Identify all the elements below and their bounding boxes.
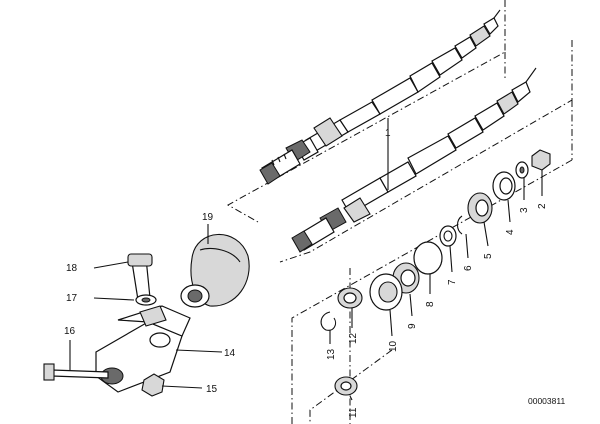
callout-5: 5 xyxy=(483,253,494,259)
leader-9 xyxy=(409,293,413,317)
leader-7 xyxy=(449,245,453,273)
leader-11 xyxy=(349,395,353,401)
callout-2: 2 xyxy=(537,203,548,209)
bearing-4 xyxy=(492,171,516,223)
callout-16: 16 xyxy=(64,326,76,337)
callout-11: 11 xyxy=(348,407,359,418)
bearing-12 xyxy=(337,287,363,328)
bolt-16 xyxy=(43,340,109,381)
spring-8 xyxy=(413,241,443,294)
bushing-10 xyxy=(369,273,403,337)
callout-labels: 1 2 3 4 5 6 7 8 9 10 11 12 13 14 15 16 1… xyxy=(64,128,548,418)
leader-15 xyxy=(161,385,203,389)
leader-6 xyxy=(465,233,469,259)
rubber-boot xyxy=(180,224,250,308)
shaft-upper xyxy=(259,9,501,185)
callout-3: 3 xyxy=(519,207,530,213)
callout-17: 17 xyxy=(66,293,78,304)
callout-7: 7 xyxy=(447,279,458,285)
ring-7 xyxy=(439,225,457,273)
callout-15: 15 xyxy=(206,384,218,395)
callout-13: 13 xyxy=(326,348,337,360)
leader-14 xyxy=(175,349,223,353)
callout-4: 4 xyxy=(505,229,516,235)
leader-17 xyxy=(93,297,135,301)
ring-11 xyxy=(334,376,358,401)
bearing-5 xyxy=(467,192,493,247)
nut-2 xyxy=(531,149,551,196)
callout-14: 14 xyxy=(224,348,236,359)
callout-8: 8 xyxy=(425,301,436,307)
washer-17 xyxy=(93,294,157,306)
circlip-13 xyxy=(320,311,337,344)
leader-10 xyxy=(389,309,393,337)
leader-5 xyxy=(483,221,489,247)
clamp-bolt xyxy=(93,253,153,301)
clip-6 xyxy=(456,215,469,259)
callout-18: 18 xyxy=(66,263,78,274)
callout-12: 12 xyxy=(348,332,359,344)
nut-15 xyxy=(141,373,203,397)
reference-code: 00003811 xyxy=(528,396,565,406)
callout-10: 10 xyxy=(388,340,399,352)
callout-19: 19 xyxy=(202,212,214,223)
callout-1: 1 xyxy=(385,128,391,139)
washer-3 xyxy=(515,161,529,200)
leader-18 xyxy=(93,261,129,269)
callout-6: 6 xyxy=(463,265,474,271)
shaft-lower xyxy=(291,67,537,253)
leader-4 xyxy=(507,199,511,223)
callout-9: 9 xyxy=(407,323,418,329)
